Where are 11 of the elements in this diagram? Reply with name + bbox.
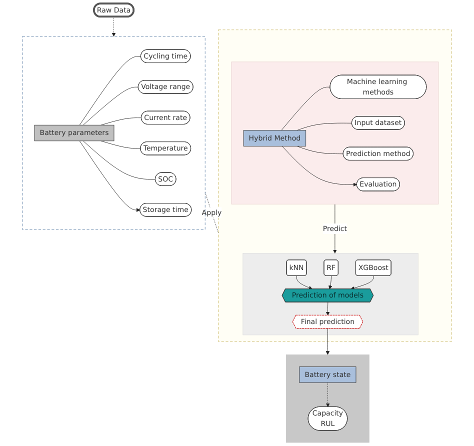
connector: [100, 118, 142, 126]
cluster: [231, 62, 439, 204]
connector: [296, 122, 352, 131]
connector: [281, 86, 330, 131]
cluster: [286, 354, 370, 443]
connector: [79, 56, 142, 126]
connector: [82, 86, 139, 126]
connector: [296, 146, 344, 154]
connector: [82, 140, 156, 180]
cluster: [242, 253, 418, 336]
connector: [100, 140, 141, 149]
